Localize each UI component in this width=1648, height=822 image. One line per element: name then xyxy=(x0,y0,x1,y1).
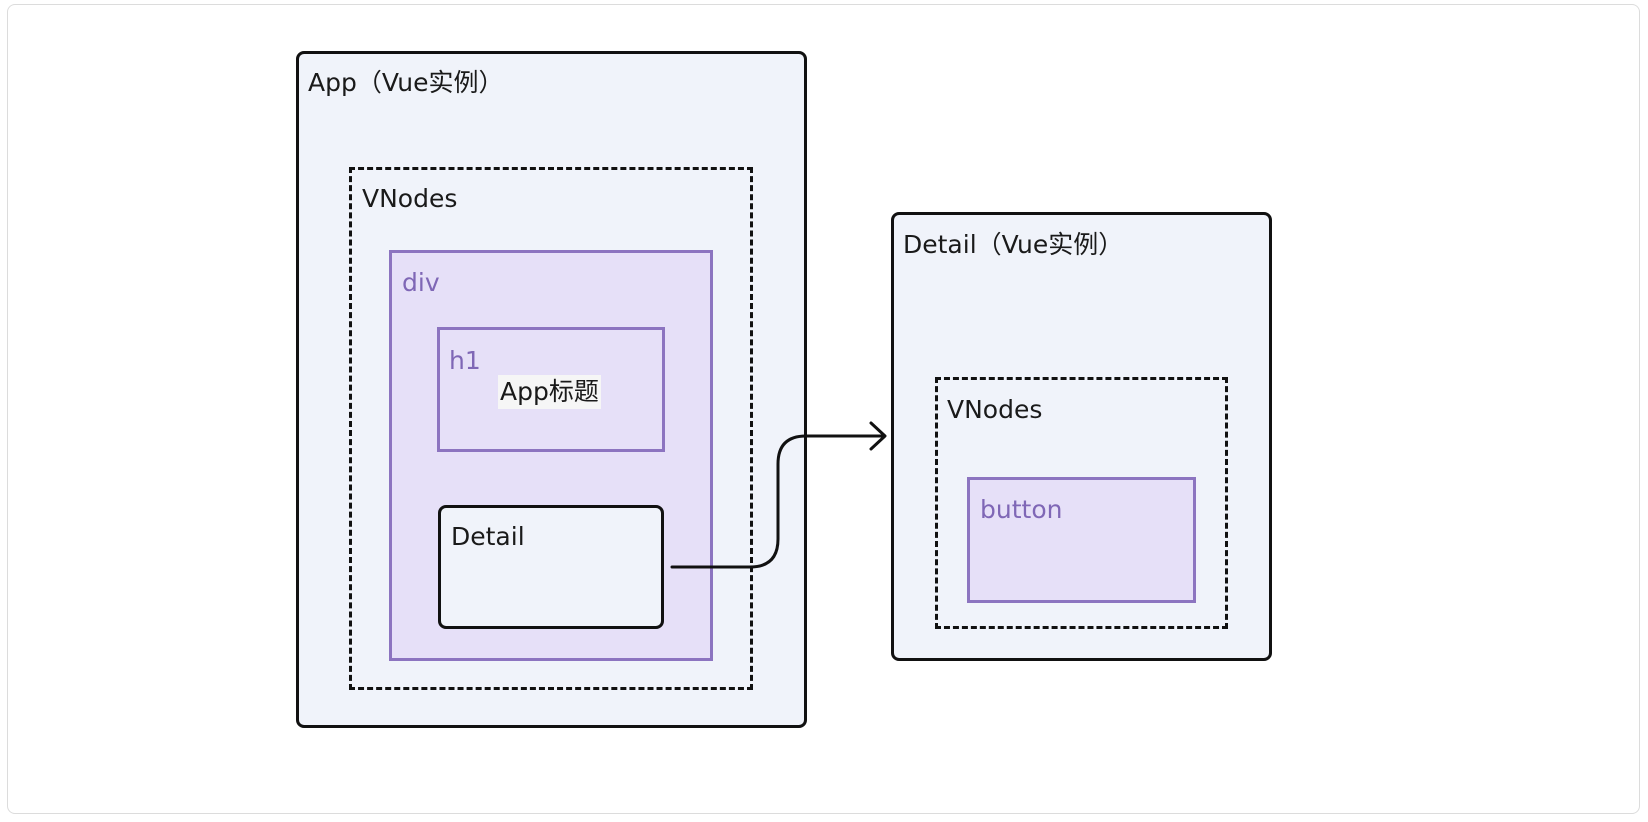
diagram-frame xyxy=(7,4,1640,814)
detail-vnodes-label: VNodes xyxy=(947,395,1043,424)
button-node-label: button xyxy=(980,495,1063,524)
app-vnodes-box xyxy=(349,167,753,690)
detail-vnodes-box xyxy=(935,377,1228,629)
h1-node-label: h1 xyxy=(449,346,481,375)
detail-component-node-label: Detail xyxy=(451,522,525,551)
app-vnodes-label: VNodes xyxy=(362,184,458,213)
h1-content-text: App标题 xyxy=(498,375,601,409)
app-instance-label: App（Vue实例） xyxy=(308,68,504,97)
detail-component-node-box xyxy=(438,505,664,629)
detail-instance-label: Detail（Vue实例） xyxy=(903,230,1124,259)
button-node-box xyxy=(967,477,1196,603)
div-node-label: div xyxy=(402,268,440,297)
